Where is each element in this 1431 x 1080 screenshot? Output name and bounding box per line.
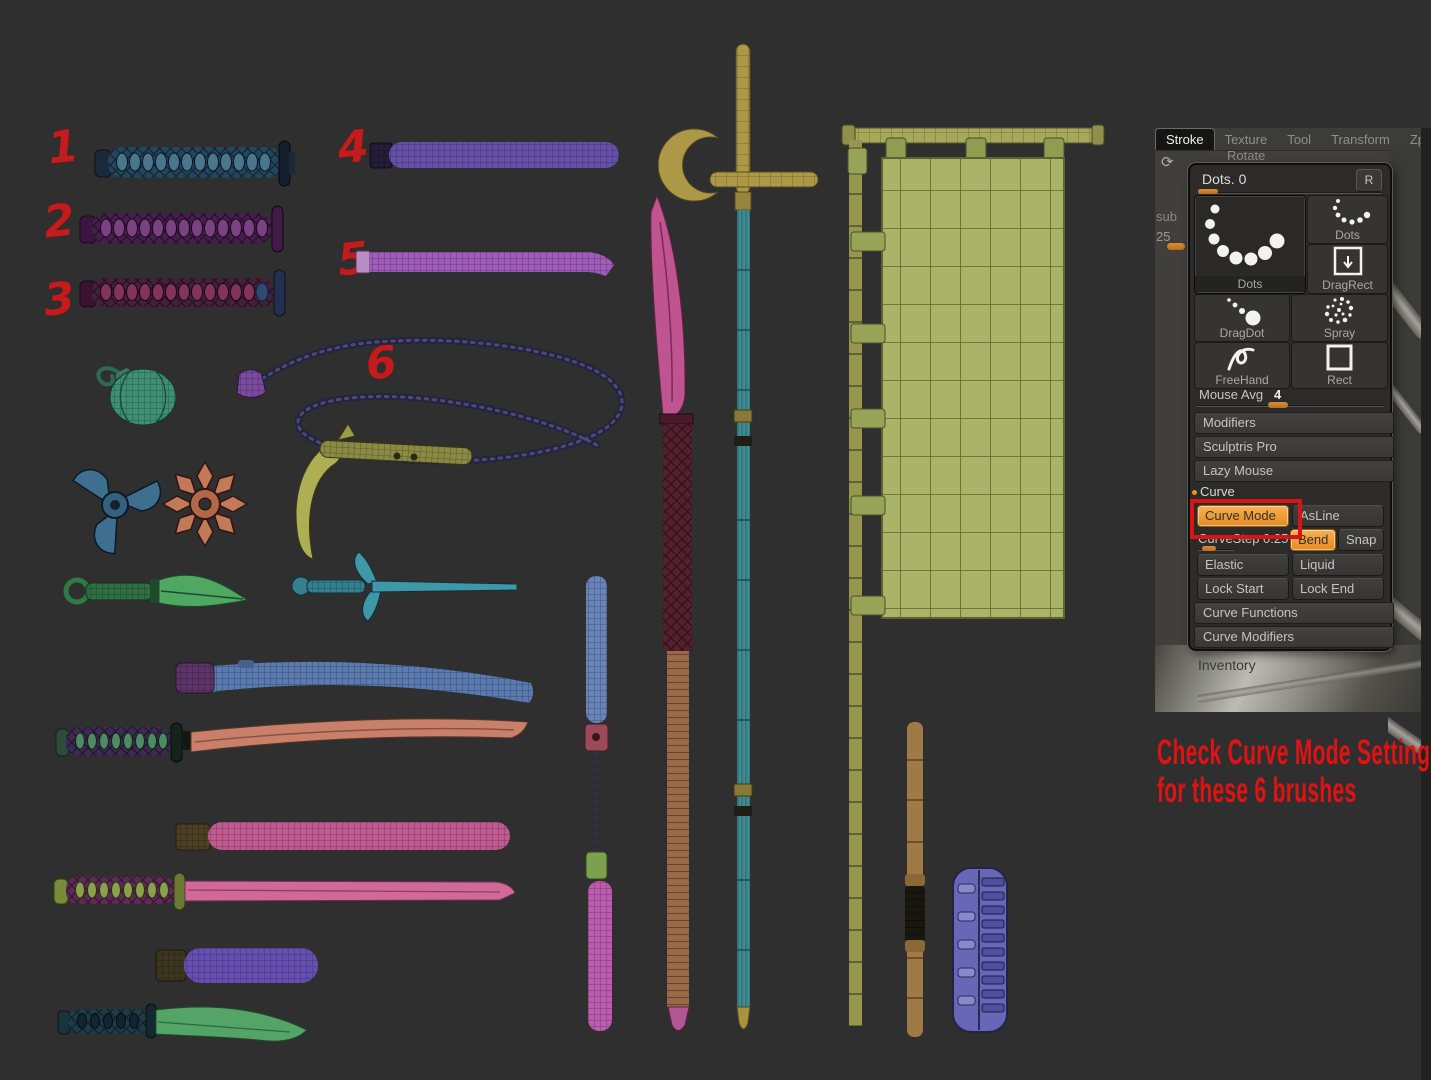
rod-purple xyxy=(369,142,619,169)
sai xyxy=(291,551,518,622)
lock-end-button[interactable]: Lock End xyxy=(1292,578,1384,600)
stroke-tile-label: Dots xyxy=(1195,276,1305,292)
katana-handle-magenta xyxy=(79,269,286,317)
tab-transform[interactable]: Transform xyxy=(1331,132,1390,147)
curve-header[interactable]: Curve xyxy=(1200,484,1235,499)
inventory-label[interactable]: Inventory xyxy=(1198,657,1256,673)
stroke-tile-label: Dots xyxy=(1335,228,1360,242)
freehand-icon xyxy=(1227,347,1255,371)
katana-orange-blade xyxy=(55,718,529,763)
modifiers-row[interactable]: Modifiers xyxy=(1194,412,1394,434)
snap-button[interactable]: Snap xyxy=(1338,529,1384,551)
rod-pink xyxy=(355,250,614,276)
rotate-label: Rotate xyxy=(1227,148,1266,161)
window-edge-strip xyxy=(1421,128,1431,1080)
nunchaku xyxy=(584,576,612,1031)
chain-weight xyxy=(236,369,267,399)
reset-button[interactable]: R xyxy=(1356,169,1382,192)
tanto-scabbard-purple xyxy=(155,948,318,983)
dragdot-icon xyxy=(1227,298,1261,326)
curve-mode-button[interactable]: Curve Mode xyxy=(1197,505,1289,527)
stroke-tile-dragdot[interactable]: DragDot xyxy=(1194,294,1290,342)
mouse-avg-label: Mouse Avg xyxy=(1199,387,1264,402)
inventory-section: Inventory xyxy=(1155,645,1431,712)
stroke-popup-title: Dots. 0 xyxy=(1202,171,1247,187)
curve-functions-row[interactable]: Curve Functions xyxy=(1194,602,1394,624)
stroke-tile-label: Rect xyxy=(1327,373,1352,387)
tab-stroke[interactable]: Stroke xyxy=(1155,128,1215,150)
stroke-tile-label: DragDot xyxy=(1219,326,1265,340)
asline-button[interactable]: AsLine xyxy=(1292,505,1384,527)
sculptris-pro-row[interactable]: Sculptris Pro xyxy=(1194,436,1394,458)
mouse-avg-thumb[interactable] xyxy=(1268,402,1288,408)
nobori-banner xyxy=(841,124,1105,1026)
curvestep-thumb[interactable] xyxy=(1202,546,1216,551)
curvestep-slider[interactable] xyxy=(1198,549,1234,550)
stroke-tile-dragrect[interactable]: DragRect xyxy=(1307,244,1388,294)
katana-handle-blue xyxy=(94,140,295,187)
palette-tabbar: Stroke Texture Tool Transform Zplug xyxy=(1155,128,1431,151)
stroke-tile-spray[interactable]: Spray xyxy=(1291,294,1388,342)
zsub-label: sub xyxy=(1156,209,1177,224)
stroke-tile-rect[interactable]: Rect xyxy=(1291,342,1388,389)
bracer-purple xyxy=(952,867,1008,1033)
lock-start-button[interactable]: Lock Start xyxy=(1197,578,1289,600)
stroke-tile-label: Spray xyxy=(1323,326,1356,340)
dragrect-icon xyxy=(1333,246,1363,276)
stroke-tile-dots-large[interactable]: Dots xyxy=(1194,195,1306,294)
rotate-icon[interactable]: ⟳ xyxy=(1161,154,1174,171)
elastic-button[interactable]: Elastic xyxy=(1197,554,1289,576)
wakizashi-pink-blade xyxy=(53,872,516,911)
stroke-tile-label: DragRect xyxy=(1322,278,1373,292)
lazy-mouse-row[interactable]: Lazy Mouse xyxy=(1194,460,1394,482)
shuriken-3-point xyxy=(72,468,162,555)
stroke-popup: Dots. 0 R Dots Dots xyxy=(1188,163,1394,651)
stroke-tile-dots-small[interactable]: Dots xyxy=(1307,195,1388,244)
curve-open-dot-icon xyxy=(1192,490,1197,495)
katana-handle-purple xyxy=(79,205,284,253)
mouse-avg-slider[interactable] xyxy=(1196,405,1384,406)
tanto-green-blade xyxy=(57,1003,308,1042)
shuriken-8-point xyxy=(161,460,249,548)
stroke-tile-freehand[interactable]: FreeHand xyxy=(1194,342,1290,389)
stroke-tile-label: FreeHand xyxy=(1215,373,1269,387)
stroke-slider[interactable] xyxy=(1198,192,1382,193)
bead-chain xyxy=(252,336,626,465)
scabbard-blue-curved xyxy=(175,660,534,703)
kunai xyxy=(63,574,249,608)
curve-modifiers-row[interactable]: Curve Modifiers xyxy=(1194,626,1394,648)
tab-texture[interactable]: Texture xyxy=(1224,132,1268,147)
mouse-avg-value: 4 xyxy=(1274,387,1282,402)
sculpt-canvas[interactable] xyxy=(0,0,1155,1080)
kusarigama-sickle xyxy=(295,423,473,560)
bend-button[interactable]: Bend xyxy=(1290,529,1336,551)
curve-mode-highlight xyxy=(1190,499,1302,539)
crescent-spear xyxy=(657,43,819,1030)
stroke-slider-thumb[interactable] xyxy=(1198,189,1218,194)
annotation-line1: Check Curve Mode Setting xyxy=(1157,733,1431,772)
rect-icon xyxy=(1326,344,1353,371)
scabbard-pink xyxy=(175,822,510,851)
annotation-line2: for these 6 brushes xyxy=(1157,771,1357,810)
liquid-button[interactable]: Liquid xyxy=(1292,554,1384,576)
dots-large-icon xyxy=(1205,204,1285,266)
zsub-slider-thumb[interactable] xyxy=(1167,243,1185,250)
naginata xyxy=(650,194,694,1031)
bomb-gourd xyxy=(96,366,177,426)
dots-small-icon xyxy=(1332,199,1371,225)
tab-tool[interactable]: Tool xyxy=(1287,132,1312,147)
zsub-value: 25 xyxy=(1156,229,1171,244)
bo-staff xyxy=(905,722,925,1037)
spray-icon xyxy=(1324,297,1354,324)
